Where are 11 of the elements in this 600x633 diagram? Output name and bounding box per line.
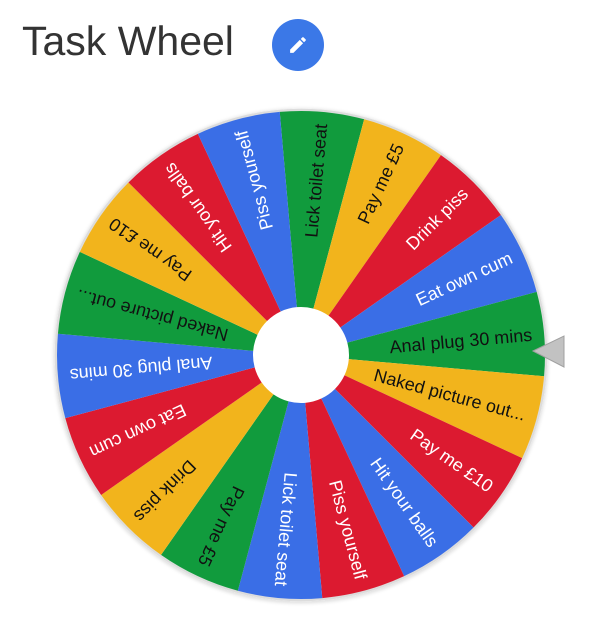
slice-label: Pay me £10 (105, 214, 196, 286)
slice-label: Pay me £10 (406, 424, 497, 496)
slice-label: Naked picture out... (372, 364, 528, 425)
title: Task Wheel (22, 17, 234, 66)
slice-label: Pay me £5 (194, 483, 248, 570)
slice-label: Pay me £5 (354, 140, 408, 227)
slice-label: Lick toilet seat (301, 123, 332, 238)
slice-label: Lick toilet seat (270, 472, 301, 587)
slice-label: Naked picture out... (74, 285, 230, 346)
slice-label: Anal plug 30 mins (69, 352, 214, 386)
slice-label: Anal plug 30 mins (388, 324, 533, 358)
